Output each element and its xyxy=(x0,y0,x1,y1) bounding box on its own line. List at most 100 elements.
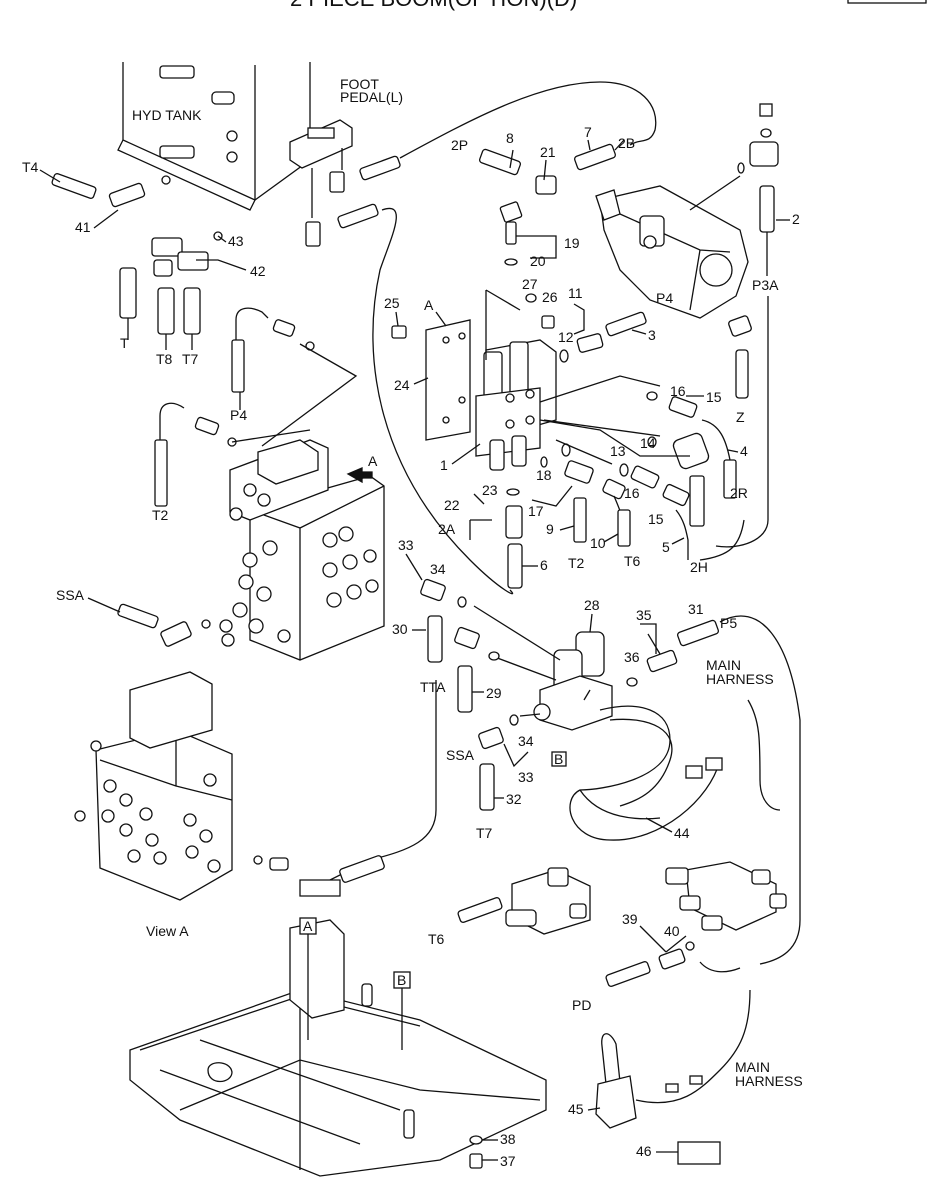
port-p3a: P3A xyxy=(752,277,779,293)
view-a-label: View A xyxy=(146,923,189,939)
valve-pd xyxy=(605,861,787,987)
top-right-oring xyxy=(760,128,772,138)
p4-leader xyxy=(261,343,358,447)
part-16-top: 16 xyxy=(670,383,686,399)
main-harness-top-1: MAIN xyxy=(706,657,741,673)
part-29: 29 xyxy=(486,685,502,701)
elbow-34-bottom xyxy=(478,726,504,750)
ssa-adapter xyxy=(457,665,473,713)
hydraulic-pump xyxy=(595,185,749,319)
pilot-hose-2a xyxy=(372,207,514,595)
port-ssa-left: SSA xyxy=(56,587,85,603)
port-2b: 2B xyxy=(618,135,635,151)
part-14: 14 xyxy=(640,435,656,451)
top-right-cap xyxy=(759,103,773,117)
port-tta: TTA xyxy=(420,679,446,695)
elbow-34-top xyxy=(454,626,480,650)
port-t8: T8 xyxy=(156,351,173,367)
t2-hose-left xyxy=(154,402,237,507)
port-2a: 2A xyxy=(438,521,456,537)
main-control-valve xyxy=(219,439,385,661)
connector-44a xyxy=(685,765,703,779)
part-21: 21 xyxy=(540,144,556,160)
part-41: 41 xyxy=(75,219,91,235)
part-33-bottom: 33 xyxy=(518,769,534,785)
valve-leaders xyxy=(539,375,690,465)
port-t2-right: T2 xyxy=(568,555,585,571)
hyd-tank xyxy=(117,62,311,211)
center-leaders xyxy=(485,289,521,360)
port-a-label: A xyxy=(424,297,434,313)
part-34-top: 34 xyxy=(430,561,446,577)
hyd-tank-label: HYD TANK xyxy=(132,107,202,123)
port-t6-right: T6 xyxy=(624,553,641,569)
p5-hose xyxy=(647,615,801,965)
part-35: 35 xyxy=(636,607,652,623)
part-24: 24 xyxy=(394,377,410,393)
part-37: 37 xyxy=(500,1153,516,1169)
part-3: 3 xyxy=(648,327,656,343)
part-34-bottom: 34 xyxy=(518,733,534,749)
box-a-label: A xyxy=(303,918,313,934)
part-46: 46 xyxy=(636,1143,652,1159)
part-23: 23 xyxy=(482,482,498,498)
tta-hose xyxy=(253,855,385,897)
pilot-hose-top xyxy=(399,81,657,159)
part-20: 20 xyxy=(530,253,546,269)
part-38: 38 xyxy=(500,1131,516,1147)
top-leaders xyxy=(509,139,625,181)
part-16-bottom: 16 xyxy=(624,485,640,501)
part-6: 6 xyxy=(540,557,548,573)
part-27: 27 xyxy=(522,276,538,292)
harness-44-wire-b xyxy=(579,718,673,820)
joystick-connector-2 xyxy=(689,1075,703,1085)
solenoid-leaders xyxy=(473,605,561,717)
port-t2-left: T2 xyxy=(152,507,169,523)
2a-leaders xyxy=(469,493,492,540)
elbow-33-top xyxy=(420,578,446,602)
part-11: 11 xyxy=(568,285,583,301)
part-17: 17 xyxy=(528,503,544,519)
port-2r: 2R xyxy=(730,485,748,501)
main-harness-bottom-1: MAIN xyxy=(735,1059,770,1075)
p3a-adapter xyxy=(759,185,775,233)
tta-hose-line xyxy=(309,680,437,887)
box-b-marker xyxy=(551,751,567,767)
part-45: 45 xyxy=(568,1101,584,1117)
view-a-valve xyxy=(74,671,233,901)
part-32: 32 xyxy=(506,791,522,807)
solenoid-valve xyxy=(533,631,613,731)
port-pd: PD xyxy=(572,997,591,1013)
foot-pedal-fittings xyxy=(305,155,401,247)
box-leaders xyxy=(307,934,403,1050)
port-z: Z xyxy=(736,409,745,425)
part-25: 25 xyxy=(384,295,400,311)
top-right-oring-2 xyxy=(737,162,745,174)
part-26: 26 xyxy=(542,289,558,305)
z-elbow xyxy=(728,315,752,337)
p4-hose-left xyxy=(231,307,315,410)
t2-leader xyxy=(231,429,311,443)
port-p5: P5 xyxy=(720,615,737,631)
oring-33-top xyxy=(457,596,467,608)
port-p4-left: P4 xyxy=(230,407,247,423)
foot-pedal-label-2: PEDAL(L) xyxy=(340,89,403,105)
port-p4-right: P4 xyxy=(656,290,673,306)
part-39: 39 xyxy=(622,911,638,927)
right-hoses xyxy=(505,391,737,589)
port-t: T xyxy=(120,335,129,351)
box-b-label: B xyxy=(554,751,563,767)
oring-34-top xyxy=(488,651,500,661)
p3a-hose xyxy=(715,296,769,548)
joystick-45 xyxy=(595,1033,637,1129)
pump-leader xyxy=(689,175,741,211)
part-46-box xyxy=(677,1141,721,1165)
part-13: 13 xyxy=(610,443,626,459)
part-42: 42 xyxy=(250,263,266,279)
ssa-fitting xyxy=(117,603,211,647)
part-15-top: 15 xyxy=(706,389,722,405)
foot-pedal-label-1: FOOT xyxy=(340,76,379,92)
part-5: 5 xyxy=(662,539,670,555)
